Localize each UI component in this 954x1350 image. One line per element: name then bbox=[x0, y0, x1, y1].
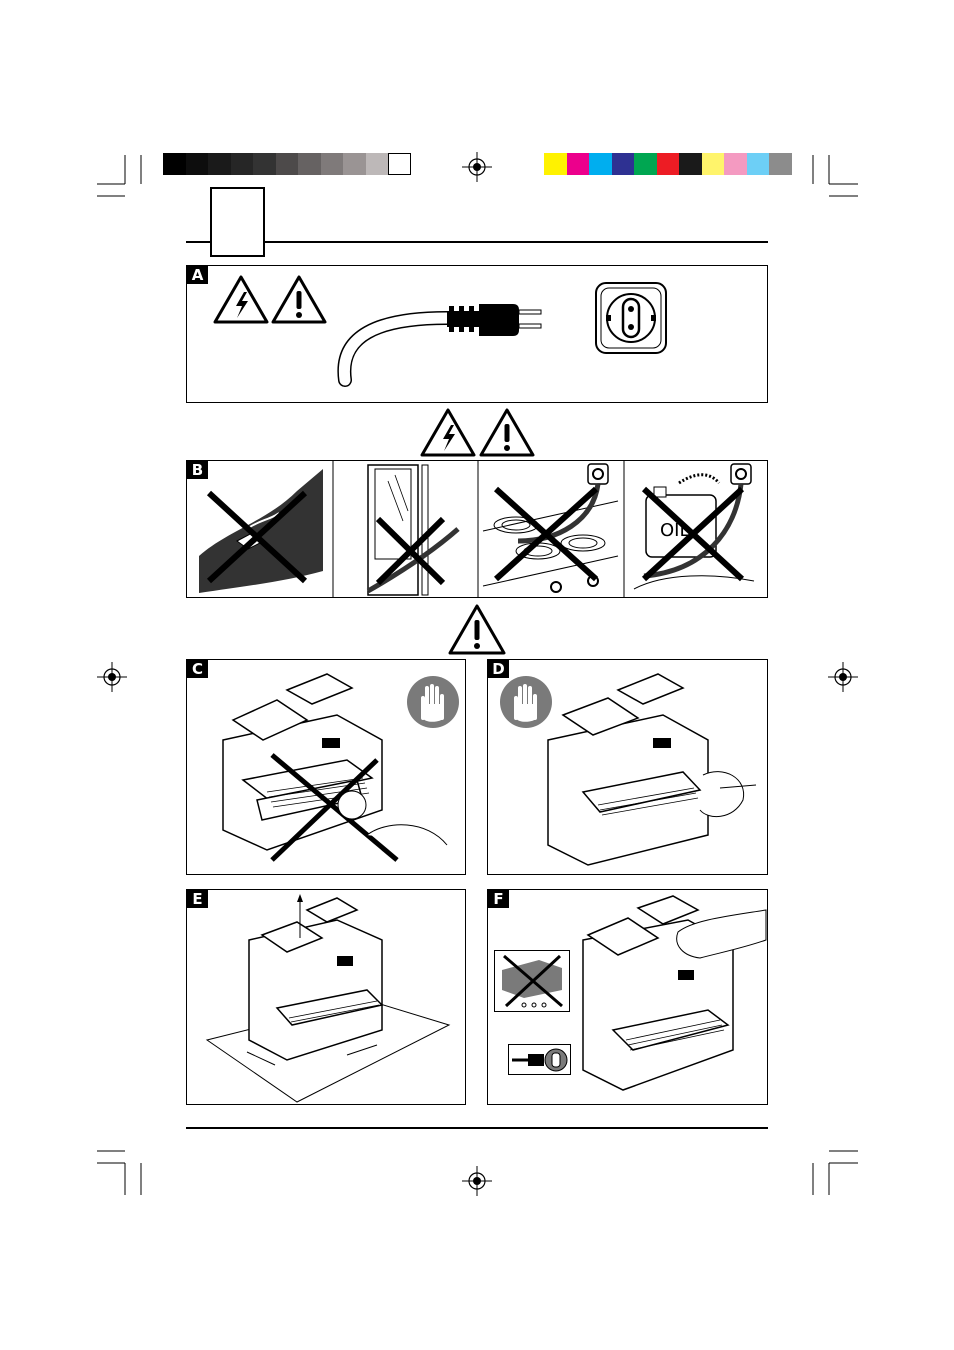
panel-b: B bbox=[186, 460, 768, 598]
color-swatch bbox=[612, 153, 635, 175]
registration-mark-icon bbox=[828, 662, 858, 692]
grayscale-swatch bbox=[186, 153, 209, 175]
electric-hazard-icon bbox=[420, 407, 476, 457]
grayscale-swatch bbox=[321, 153, 344, 175]
grayscale-calibration-bar bbox=[163, 153, 411, 175]
color-swatch bbox=[747, 153, 770, 175]
panel-a: A bbox=[186, 265, 768, 403]
color-swatch bbox=[702, 153, 725, 175]
espresso-machine-clearance-illustration bbox=[187, 890, 466, 1105]
color-swatch bbox=[567, 153, 590, 175]
grayscale-swatch bbox=[343, 153, 366, 175]
cord-in-door-illustration bbox=[333, 461, 478, 598]
registration-mark-icon bbox=[462, 1166, 492, 1196]
grayscale-swatch bbox=[163, 153, 186, 175]
espresso-machine-illustration bbox=[187, 660, 466, 875]
color-swatch bbox=[544, 153, 567, 175]
grayscale-swatch bbox=[231, 153, 254, 175]
espresso-machine-illustration bbox=[488, 890, 768, 1105]
cord-dangling-illustration bbox=[187, 461, 333, 598]
language-tab-box bbox=[210, 187, 265, 257]
footer-rule bbox=[186, 1127, 768, 1129]
color-swatch bbox=[634, 153, 657, 175]
grayscale-swatch bbox=[298, 153, 321, 175]
color-swatch bbox=[724, 153, 747, 175]
header-rule bbox=[186, 241, 768, 243]
cord-on-stove-illustration bbox=[478, 461, 624, 598]
color-swatch bbox=[679, 153, 702, 175]
warning-icon bbox=[479, 407, 535, 457]
grayscale-swatch bbox=[366, 153, 389, 175]
espresso-machine-illustration bbox=[488, 660, 768, 875]
grayscale-swatch bbox=[388, 153, 411, 175]
grayscale-swatch bbox=[276, 153, 299, 175]
panel-f: F bbox=[487, 889, 768, 1105]
panel-label: A bbox=[187, 266, 208, 284]
registration-mark-icon bbox=[462, 152, 492, 182]
panel-c: C bbox=[186, 659, 466, 875]
panel-e: E bbox=[186, 889, 466, 1105]
warning-icon bbox=[271, 274, 327, 324]
color-swatch bbox=[589, 153, 612, 175]
warning-icon bbox=[448, 603, 506, 655]
cord-near-oil-illustration: OIL bbox=[624, 461, 768, 598]
panel-d: D bbox=[487, 659, 768, 875]
electric-hazard-icon bbox=[213, 274, 269, 324]
grayscale-swatch bbox=[253, 153, 276, 175]
socket-icon bbox=[594, 281, 670, 355]
registration-mark-icon bbox=[97, 662, 127, 692]
color-swatch bbox=[769, 153, 792, 175]
color-calibration-bar bbox=[544, 153, 792, 175]
plug-icon bbox=[337, 296, 557, 386]
color-swatch bbox=[657, 153, 680, 175]
grayscale-swatch bbox=[208, 153, 231, 175]
